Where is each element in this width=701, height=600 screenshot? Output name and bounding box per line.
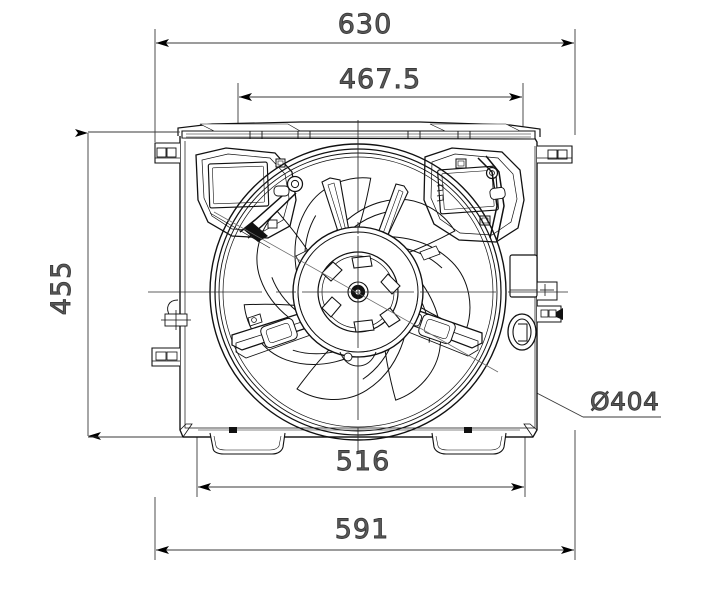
shroud-right-mid-tab: [537, 281, 563, 323]
shroud-bottom-feet: [179, 423, 538, 455]
shroud-left-upper-tab: [154, 142, 180, 164]
dimension-label-516: 516: [336, 446, 391, 477]
dimension-label-diameter-404: Ø404: [590, 387, 659, 416]
dimension-label-455: 455: [46, 261, 77, 316]
centerline-crosshair: [302, 236, 414, 348]
dimension-label-591: 591: [335, 514, 390, 545]
shroud-top-flange: [177, 121, 541, 140]
dimension-label-467-5: 467.5: [339, 64, 421, 95]
fan-assembly-geometry: [151, 121, 573, 455]
construction-diagonal: [213, 211, 499, 373]
shroud-left-boss: [161, 299, 191, 330]
mount-bracket-upper-right: [423, 147, 525, 243]
grommet: [507, 313, 537, 351]
centerlines-group: [148, 120, 568, 452]
shroud-right-upper-tab: [537, 145, 573, 164]
shroud-left-lower-tab: [151, 347, 180, 367]
connector-block: [509, 254, 538, 298]
dimension-label-630: 630: [338, 9, 393, 40]
hub-clips: [321, 255, 401, 333]
reference-lines: [90, 131, 182, 438]
